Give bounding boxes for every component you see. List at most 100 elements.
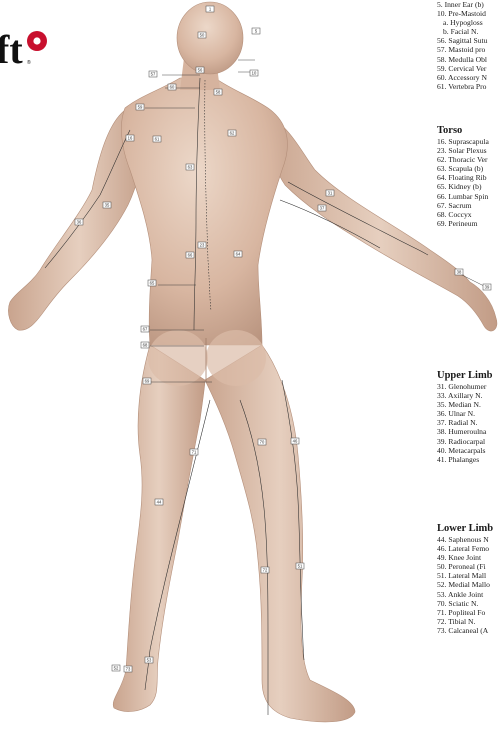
reference-tag: 58	[214, 89, 222, 95]
reference-tag-label: 57	[151, 72, 156, 77]
legend-item: 50. Peroneal (Fi	[437, 562, 501, 571]
legend-item: 5. Inner Ear (b)	[437, 0, 501, 9]
legend-item: 44. Saphenous N	[437, 535, 501, 544]
legend-item: 67. Sacrum	[437, 201, 501, 210]
legend-item: 62. Thoracic Ver	[437, 155, 501, 164]
reference-tag: 35	[103, 202, 111, 208]
reference-tag: 51	[296, 563, 304, 569]
reference-tag-label: 56	[198, 68, 203, 73]
reference-tag-label: 71	[192, 450, 197, 455]
legend-item: 31. Glenohumer	[437, 382, 501, 391]
legend-item: b. Facial N.	[437, 27, 501, 36]
reference-tag-label: 10	[252, 71, 257, 76]
left-leg	[113, 345, 205, 712]
reference-tag: 57	[149, 71, 157, 77]
reference-tag: 46	[291, 438, 299, 444]
reference-tag-label: 68	[143, 343, 148, 348]
reference-tag: 62	[228, 130, 236, 136]
reference-tag: 67	[141, 326, 149, 332]
head	[177, 2, 243, 74]
reference-tag-label: 59	[138, 105, 143, 110]
legend-upper-limb-title: Upper Limb	[437, 369, 501, 382]
reference-tag: 39	[483, 284, 491, 290]
reference-tag: 56	[196, 67, 204, 73]
reference-tag: 60	[168, 84, 176, 90]
reference-tag: 70	[258, 439, 266, 445]
legend-item: 69. Perineum	[437, 219, 501, 228]
legend-item: 71. Popliteal Fo	[437, 608, 501, 617]
reference-tag: 53	[145, 657, 153, 663]
reference-tag: 44	[155, 499, 163, 505]
reference-tag: 72	[261, 567, 269, 573]
reference-tag-label: 52	[114, 666, 119, 671]
reference-tag-label: 61	[155, 137, 160, 142]
legend-item: 46. Lateral Femo	[437, 544, 501, 553]
legend-item: 40. Metacarpals	[437, 446, 501, 455]
reference-tag-label: 64	[236, 252, 241, 257]
body-silhouette	[8, 2, 496, 722]
reference-tag-label: 67	[143, 327, 148, 332]
reference-tag-label: 23	[200, 243, 205, 248]
legend-item: 39. Radiocarpal	[437, 437, 501, 446]
reference-tag-label: 70	[260, 440, 265, 445]
reference-tag: 63	[186, 164, 194, 170]
reference-tag: 59	[136, 104, 144, 110]
reference-tag-label: 35	[105, 203, 110, 208]
legend-item: 51. Lateral Mall	[437, 571, 501, 580]
reference-tag: 50	[198, 32, 206, 38]
reference-tag: 37	[318, 205, 326, 211]
reference-tag: 31	[326, 190, 334, 196]
reference-tag: 64	[234, 251, 242, 257]
reference-tag: 23	[198, 242, 206, 248]
reference-tag: 5	[252, 28, 260, 34]
reference-tag: 1	[206, 6, 214, 12]
reference-tag: 38	[455, 269, 463, 275]
legend-item: 23. Solar Plexus	[437, 146, 501, 155]
reference-tag: 73	[124, 666, 132, 672]
legend-item: 63. Scapula (b)	[437, 164, 501, 173]
legend-item: 41. Phalanges	[437, 455, 501, 464]
reference-tag-label: 44	[157, 500, 162, 505]
legend-item: 33. Axillary N.	[437, 391, 501, 400]
reference-tag: 69	[143, 378, 151, 384]
reference-tag-label: 58	[216, 90, 221, 95]
reference-tag: 71	[190, 449, 198, 455]
reference-tag: 10	[250, 70, 258, 76]
legend-item: 72. Tibial N.	[437, 617, 501, 626]
reference-tag-label: 39	[485, 285, 490, 290]
right-leg	[205, 345, 355, 722]
legend-item: 66. Lumbar Spin	[437, 192, 501, 201]
reference-tag-label: 62	[230, 131, 235, 136]
legend-item: 56. Sagittal Sutu	[437, 36, 501, 45]
reference-tag: 36	[75, 219, 83, 225]
legend-item: 36. Ulnar N.	[437, 409, 501, 418]
legend-item: 61. Vertebra Pro	[437, 82, 501, 91]
legend-item: 35. Median N.	[437, 400, 501, 409]
reference-tag-label: 69	[145, 379, 150, 384]
legend-item: 53. Ankle Joint	[437, 590, 501, 599]
reference-tag-label: 72	[263, 568, 268, 573]
legend-item: a. Hypogloss	[437, 18, 501, 27]
legend-item: 37. Radial N.	[437, 418, 501, 427]
legend-item: 68. Coccyx	[437, 210, 501, 219]
reference-tag-label: 38	[457, 270, 462, 275]
reference-tag-label: 60	[170, 85, 175, 90]
reference-tag: 52	[112, 665, 120, 671]
reference-tag: 61	[153, 136, 161, 142]
legend-item: 10. Pre-Mastoid	[437, 9, 501, 18]
reference-tag-label: 16	[128, 136, 133, 141]
legend-item: 64. Floating Rib	[437, 173, 501, 182]
reference-tag-label: 53	[147, 658, 152, 663]
reference-tag-label: 46	[293, 439, 298, 444]
legend-torso-title: Torso	[437, 124, 501, 137]
legend-upper-limb: Upper Limb 31. Glenohumer33. Axillary N.…	[437, 369, 501, 464]
torso	[121, 78, 287, 345]
reference-tag-label: 50	[200, 33, 205, 38]
